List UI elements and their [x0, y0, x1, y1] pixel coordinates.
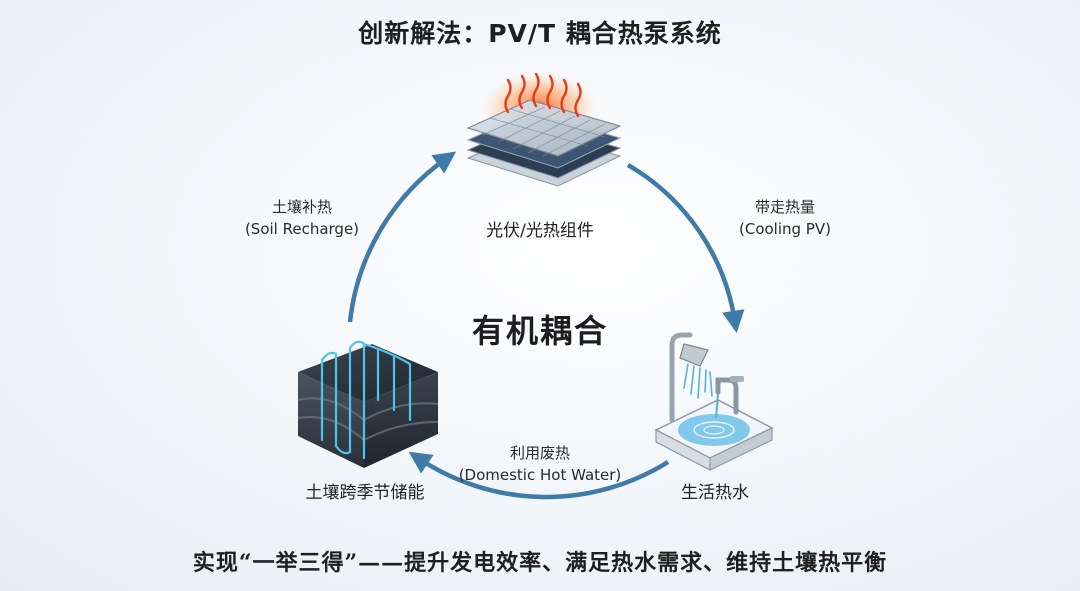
- edge-label-cooling-pv-en: (Cooling PV): [739, 220, 831, 238]
- pvt-panel-icon: [466, 72, 622, 187]
- center-label: 有机耦合: [471, 312, 608, 350]
- edge-label-domestic-hot-water-en: (Domestic Hot Water): [458, 466, 622, 484]
- edge-label-domestic-hot-water-zh: 利用废热: [509, 444, 570, 462]
- arrow-soil-to-pvt: [347, 151, 457, 323]
- shower-sink-icon: [654, 332, 774, 471]
- soil-block-icon: [297, 340, 439, 468]
- edge-label-soil-recharge: 土壤补热 (Soil Recharge): [222, 196, 382, 240]
- soil-storage-label: 土壤跨季节储能: [305, 483, 425, 503]
- edge-label-soil-recharge-en: (Soil Recharge): [244, 220, 360, 238]
- edge-label-cooling-pv-zh: 带走热量: [754, 198, 815, 216]
- diagram-title: 创新解法：PV/T 耦合热泵系统: [358, 19, 722, 48]
- edge-label-domestic-hot-water: 利用废热 (Domestic Hot Water): [440, 442, 640, 486]
- arrow-pvt-to-water: [626, 163, 745, 334]
- arrow-water-to-soil: [408, 451, 670, 500]
- edge-label-cooling-pv: 带走热量 (Cooling PV): [700, 196, 870, 240]
- pvt-label: 光伏/光热组件: [486, 221, 594, 241]
- edge-label-soil-recharge-zh: 土壤补热: [271, 198, 332, 216]
- hot-water-label: 生活热水: [681, 483, 749, 503]
- summary-text: 实现“一举三得”——提升发电效率、满足热水需求、维持土壤热平衡: [192, 550, 888, 576]
